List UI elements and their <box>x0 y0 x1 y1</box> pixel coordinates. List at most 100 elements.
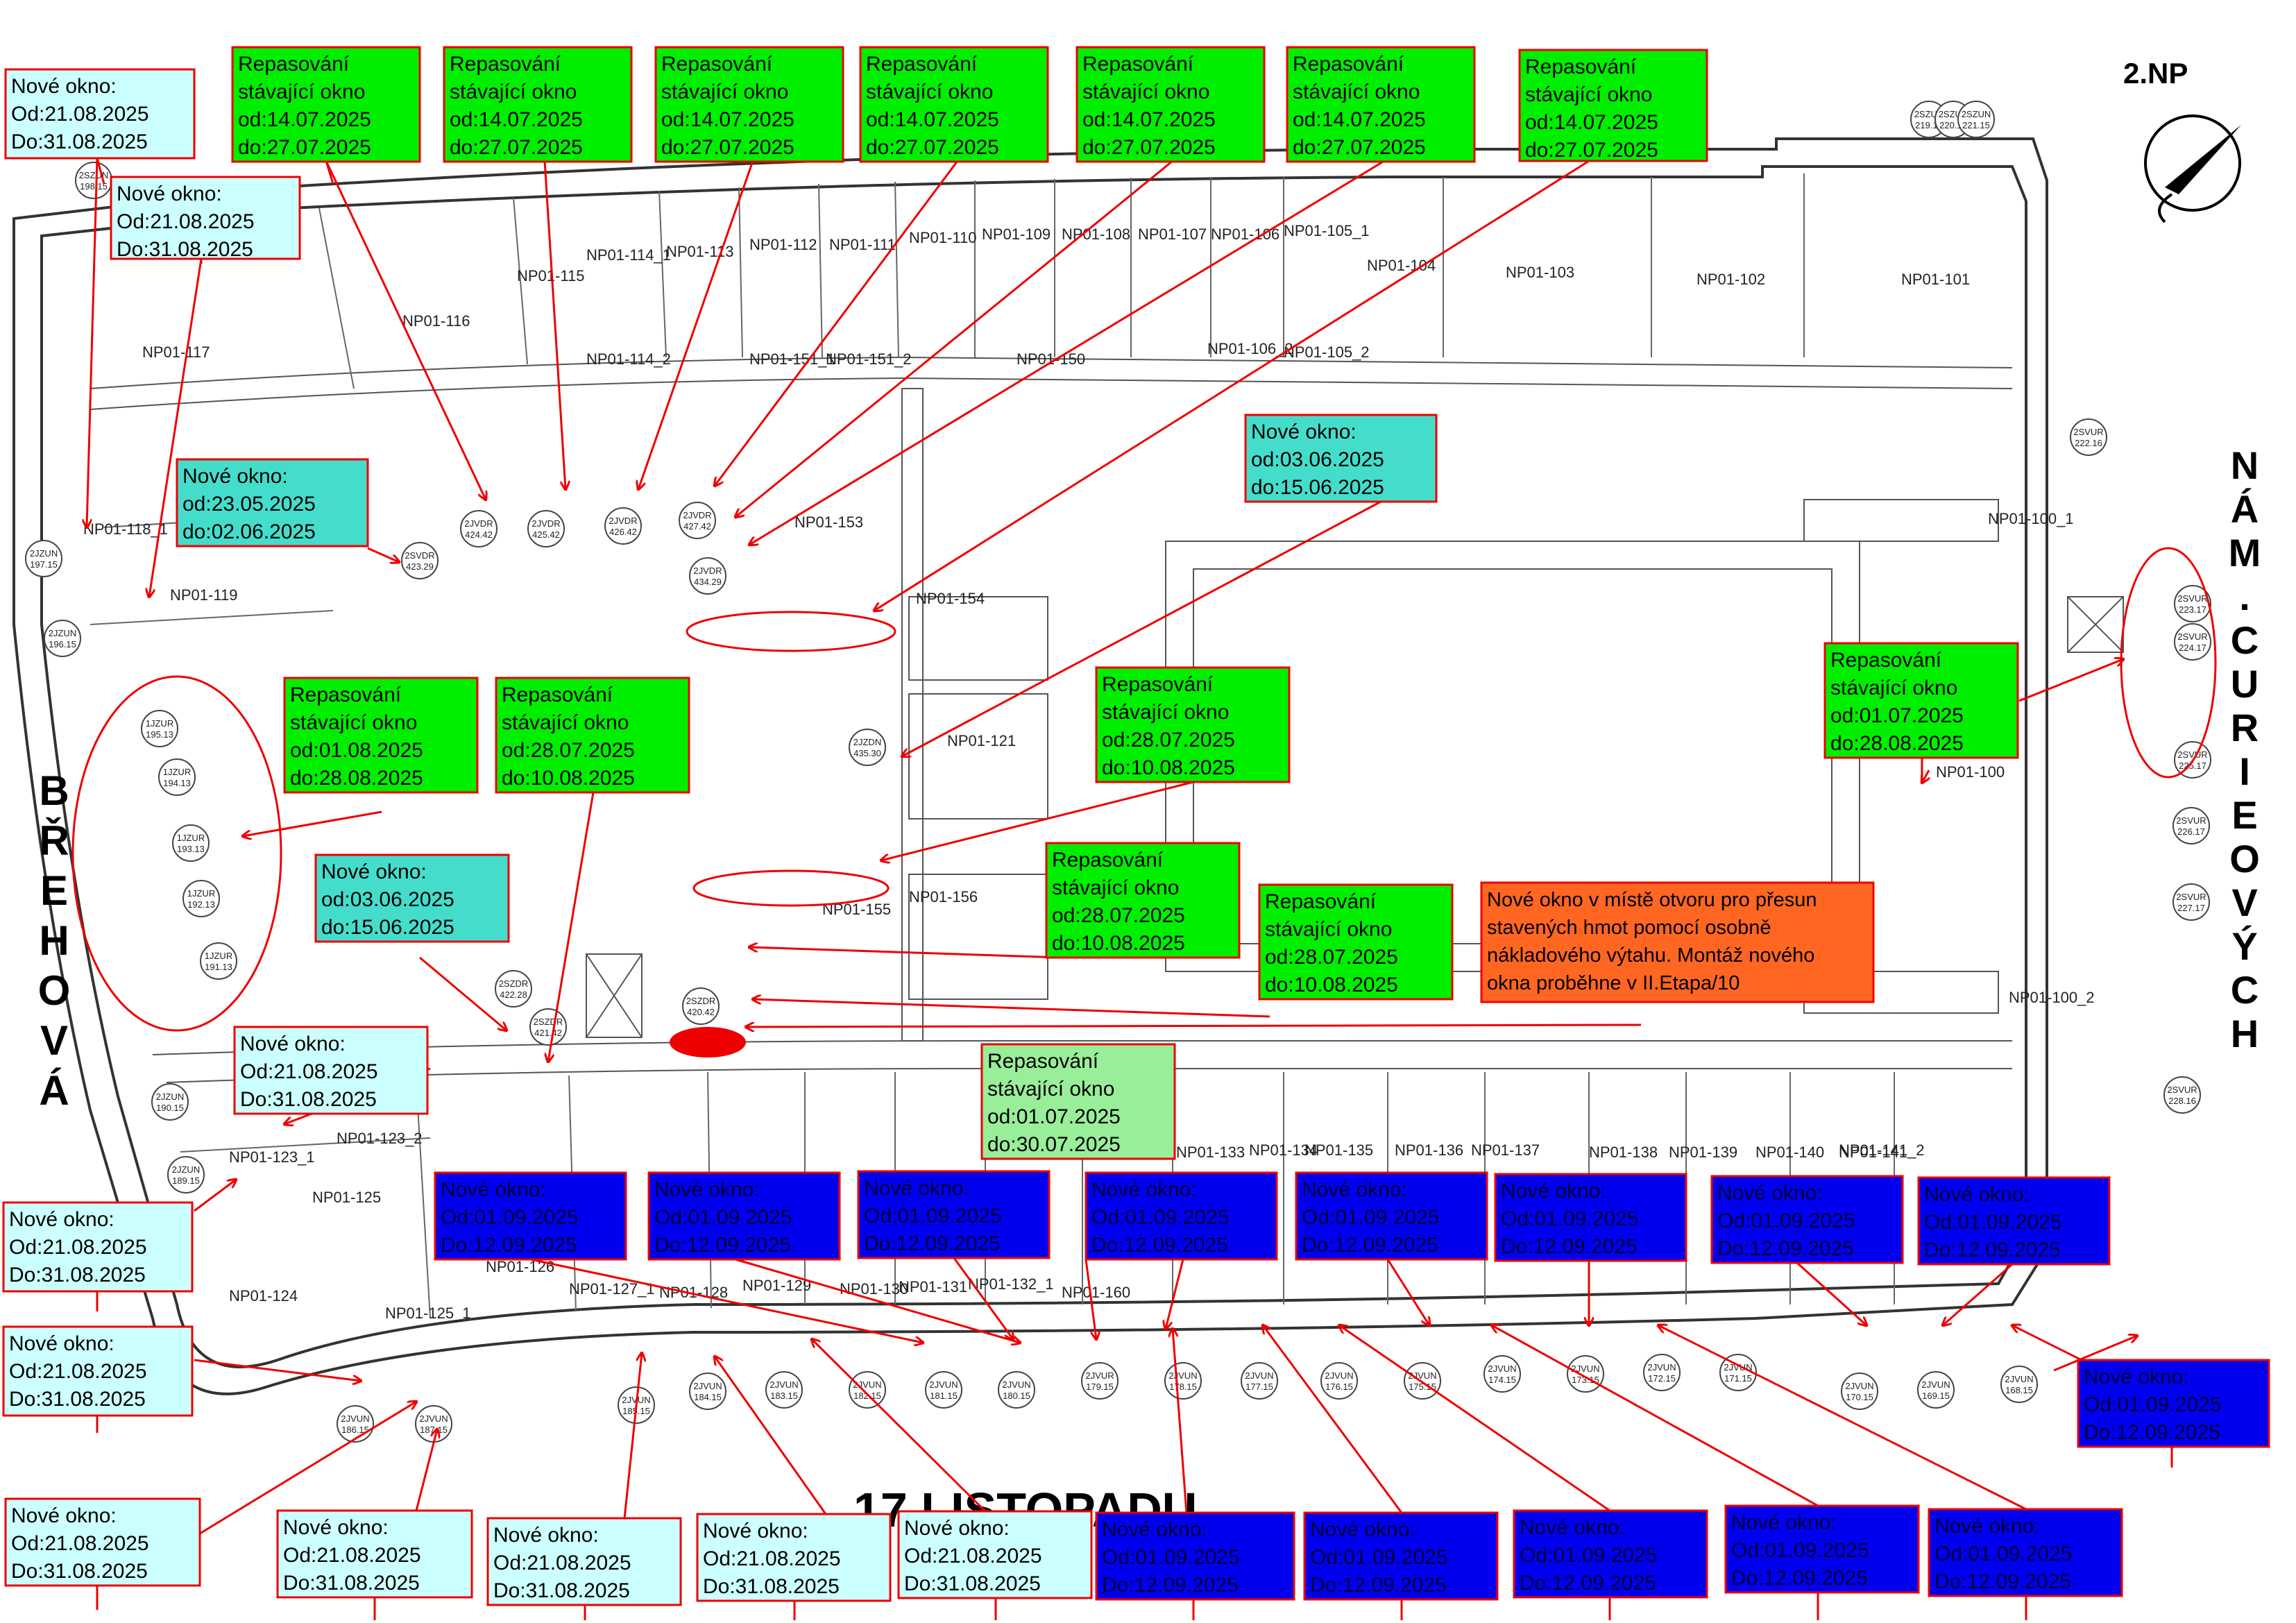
callout-line: Do:12.09.2025 <box>2084 1421 2220 1444</box>
window-tag-code: 2JZUN <box>49 628 76 638</box>
room-label: NP01-105_1 <box>1284 222 1370 239</box>
window-tag-code: 2JVUN <box>769 1379 798 1390</box>
callout-arrow <box>749 947 1062 959</box>
callout-arrow <box>243 810 382 836</box>
callout-line: Nové okno: <box>2084 1366 2189 1388</box>
callout-arrow <box>1922 770 1929 783</box>
room-label: NP01-123_1 <box>229 1148 315 1166</box>
room-label: NP01-109 <box>982 226 1051 243</box>
street-letter: O <box>2229 837 2260 881</box>
highlight-ellipse-west <box>71 675 282 1032</box>
callout-line: Do:31.08.2025 <box>9 1388 146 1411</box>
street-letter: Á <box>39 1067 69 1114</box>
window-tag-code: 2JVUN <box>1002 1379 1030 1390</box>
window-tag-code: 1JZUR <box>146 718 173 729</box>
window-tag-number: 173.15 <box>1572 1375 1599 1385</box>
callout-line: od:01.07.2025 <box>1830 704 1964 727</box>
street-letter: U <box>2231 662 2259 706</box>
room-label: NP01-141 <box>1839 1144 1907 1161</box>
callout-line: stávající okno <box>238 80 365 103</box>
window-tag-number: 226.17 <box>2177 826 2205 837</box>
street-letter: H <box>2231 1012 2259 1055</box>
callout-line: Repasování <box>987 1050 1099 1073</box>
callout-line: Nové okno: <box>654 1178 760 1201</box>
callout-line: Do:12.09.2025 <box>1520 1572 1656 1595</box>
callout-line: stávající okno <box>1293 80 1420 103</box>
window-tag-code: 2SVUR <box>2176 892 2206 902</box>
callout-line: Do:12.09.2025 <box>1731 1567 1868 1590</box>
room-label: NP01-151_1 <box>749 350 835 368</box>
street-letter: R <box>2231 706 2259 749</box>
callout-line: Nové okno: <box>1934 1515 2040 1538</box>
room-label: NP01-139 <box>1669 1144 1737 1161</box>
callout-line: Nové okno: <box>1251 420 1357 443</box>
callout-line: od:14.07.2025 <box>1082 108 1216 131</box>
callout-arrow <box>325 160 486 500</box>
window-tag-number: 197.15 <box>30 559 58 570</box>
street-letter: I <box>2239 749 2250 793</box>
room-label: NP01-140 <box>1755 1144 1824 1161</box>
callout-line: do:10.08.2025 <box>1102 756 1235 779</box>
window-tag-number: 427.42 <box>683 521 711 532</box>
room-label: NP01-138 <box>1589 1144 1658 1161</box>
callout-special: Nové okno v místě otvoru pro přesunstave… <box>1480 881 1875 1003</box>
callout-line: Od:01.09.2025 <box>2084 1393 2222 1416</box>
room-label: NP01-125_1 <box>385 1305 471 1322</box>
street-letter: . <box>2239 575 2250 618</box>
callout-line: Od:01.09.2025 <box>441 1206 579 1229</box>
callout-line: Nové okno: <box>441 1178 546 1201</box>
window-tag-number: 169.15 <box>1922 1391 1950 1401</box>
callout-line: do:02.06.2025 <box>182 520 316 543</box>
window-tag-number: 194.13 <box>163 778 191 788</box>
callout-arrow <box>194 1402 416 1538</box>
room-label: NP01-156 <box>909 888 978 906</box>
callout-line: Od:01.09.2025 <box>1924 1211 2062 1234</box>
window-tag-number: 420.42 <box>687 1007 715 1017</box>
callout-line: Od:01.09.2025 <box>654 1206 792 1229</box>
window-tag-number: 178.15 <box>1169 1382 1197 1392</box>
room-label: NP01-100 <box>1936 763 2005 781</box>
window-tag-code: 2SVUR <box>2177 631 2207 642</box>
room-label: NP01-136 <box>1395 1141 1463 1159</box>
callout-line: Do:31.08.2025 <box>904 1572 1041 1595</box>
highlight-ellipse-wc-upper <box>686 611 896 652</box>
callout-arrow <box>881 781 1194 860</box>
street-letter: C <box>2231 968 2259 1012</box>
window-tag-code: 2JVUN <box>2005 1374 2033 1384</box>
callout-line: Do:12.09.2025 <box>1924 1239 2061 1261</box>
room-label: NP01-130 <box>840 1280 908 1298</box>
callout-line: do:10.08.2025 <box>502 767 635 790</box>
callout-line: Repasování <box>1830 649 1942 672</box>
callout-line: Do:12.09.2025 <box>441 1234 577 1257</box>
window-tag-number: 224.17 <box>2179 643 2206 653</box>
room-label: NP01-111 <box>829 236 896 253</box>
window-tag-number: 195.13 <box>146 729 173 740</box>
callout-line: Od:21.08.2025 <box>9 1360 147 1383</box>
street-letter: N <box>2231 443 2259 487</box>
room-label: NP01-154 <box>916 590 985 607</box>
